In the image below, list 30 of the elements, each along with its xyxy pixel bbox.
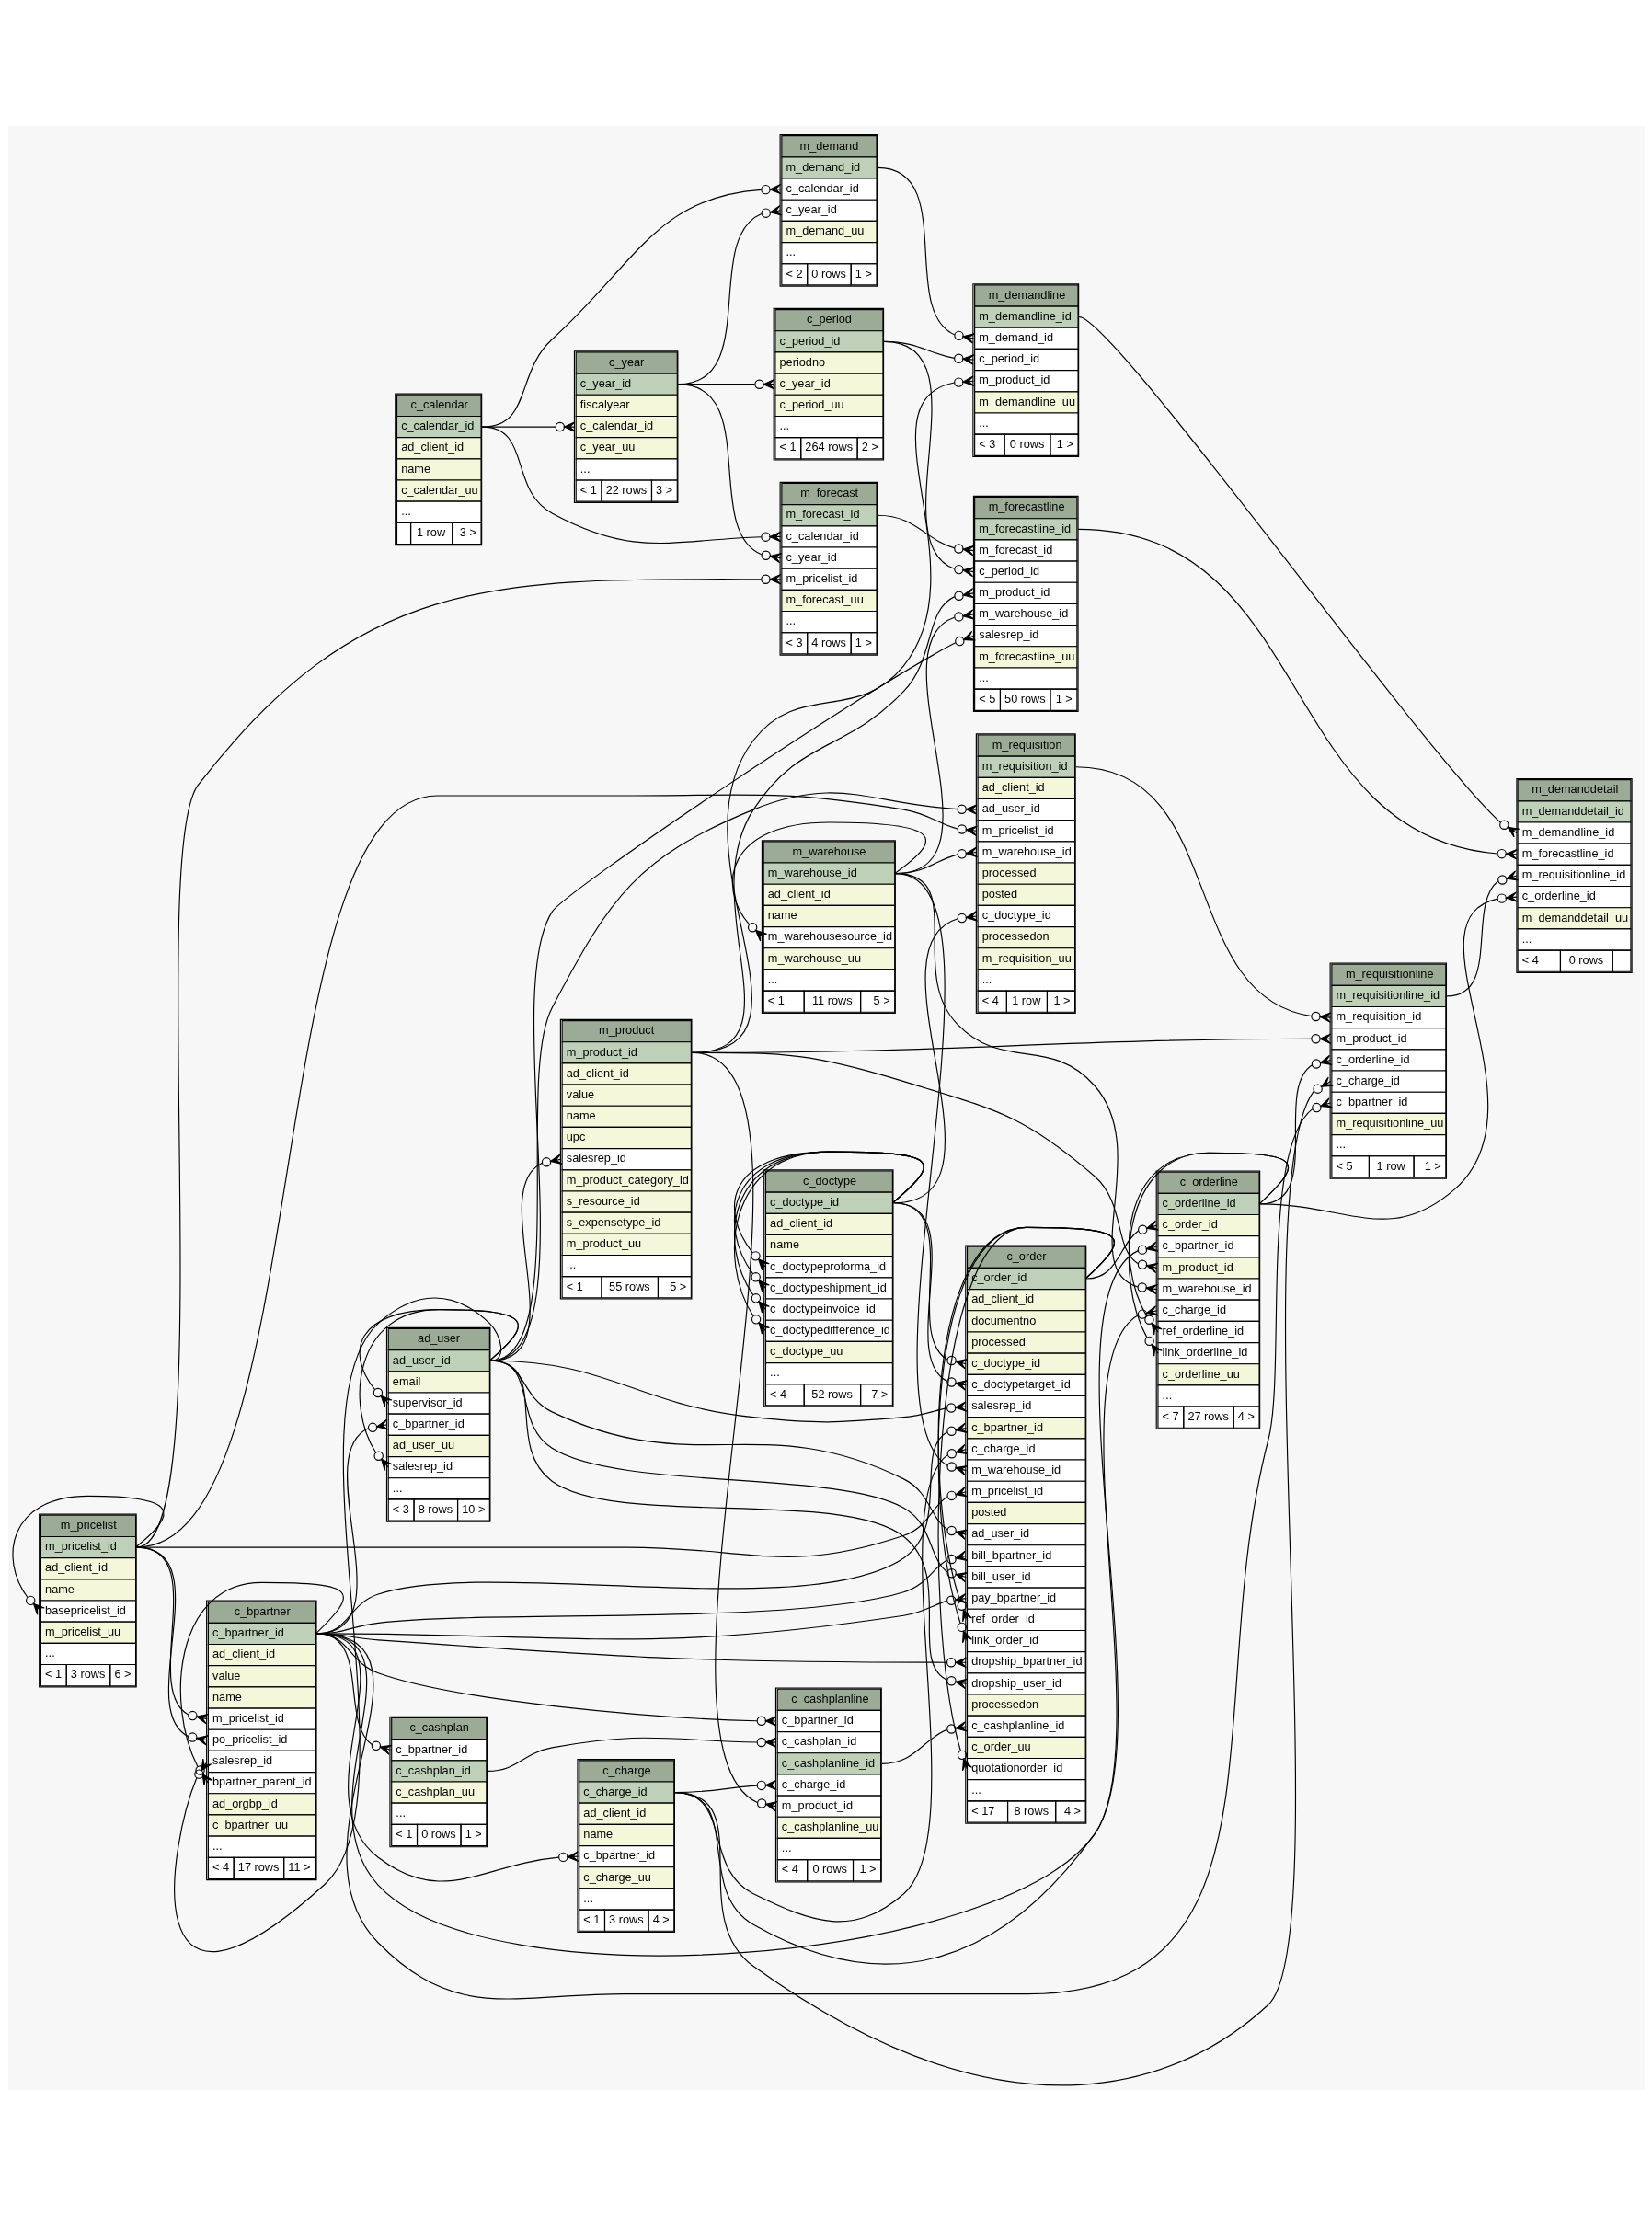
connector [880,1721,968,1764]
connector [11,1495,165,1615]
connector [315,1241,1158,1957]
connector [173,1297,501,1952]
connector [1076,528,1518,860]
connector [179,1581,344,1786]
connector [673,1076,1334,2085]
connector [894,873,968,1476]
connector [315,1633,579,1882]
connector [731,821,926,942]
connector [691,1051,778,1812]
connector [937,1226,1115,1772]
connector [1078,316,1520,838]
connector [315,1633,393,1755]
connector [673,1779,777,1794]
connector [486,1737,777,1772]
connector [883,340,975,578]
connector [481,426,781,545]
connector [1445,870,1519,997]
connector [673,1305,1159,1965]
connector [677,384,782,564]
connector [1074,766,1332,1023]
connector [1085,1220,1159,1280]
connector [877,514,975,557]
connector [1259,1054,1333,1205]
connector [1259,891,1518,1220]
connector [673,1443,968,1923]
connector [315,1097,1333,2000]
connector [359,1309,519,1472]
connector [877,166,975,344]
